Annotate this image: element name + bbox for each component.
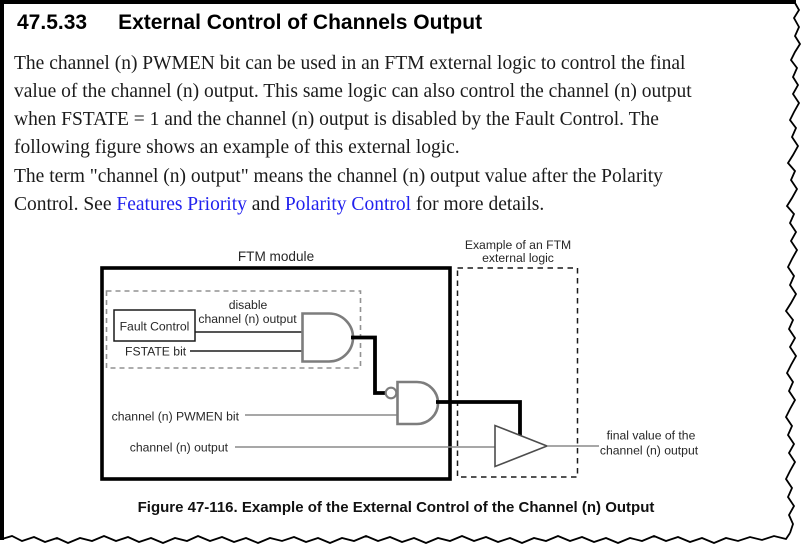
- paragraph-2: The term "channel (n) output" means the …: [14, 163, 780, 219]
- ftm-module-box: [100, 266, 452, 481]
- and-gate-2: [396, 380, 440, 426]
- fstate-label: FSTATE bit: [125, 345, 187, 359]
- disable-label-line1: disable: [229, 298, 268, 312]
- nand-inverter-bubble: [384, 386, 398, 400]
- section-title: External Control of Channels Output: [118, 11, 483, 34]
- wire-nand-to-buffer-enable: [436, 400, 522, 436]
- tristate-buffer: [494, 424, 550, 468]
- paragraph-2-text: and: [246, 194, 285, 215]
- and-gate-1: [301, 312, 355, 363]
- torn-edge-bottom: [1, 532, 791, 544]
- section-heading: 47.5.33 External Control of Channels Outp…: [17, 11, 482, 35]
- paragraph-2-text: for more details.: [411, 194, 545, 215]
- fault-control-label: Fault Control: [120, 320, 190, 334]
- paragraph-1: The channel (n) PWMEN bit can be used in…: [14, 53, 692, 158]
- fault-logic-dashed-box: [105, 290, 362, 369]
- logic-diagram: FTM module Example of an FTM external lo…: [100, 238, 699, 481]
- external-logic-label-line2: external logic: [482, 251, 554, 265]
- final-output-label-line1: final value of the: [607, 429, 696, 443]
- external-logic-dashed-box: [456, 267, 579, 478]
- external-logic-label-line1: Example of an FTM: [465, 238, 571, 252]
- link-polarity-control[interactable]: Polarity Control: [284, 194, 412, 215]
- final-output-label-line2: channel (n) output: [600, 444, 699, 458]
- figure-47-116: FTM module Example of an FTM external lo…: [0, 233, 810, 500]
- disable-label-line2: channel (n) output: [198, 312, 297, 326]
- paragraph-2-line-1: The term "channel (n) output" means the …: [14, 166, 663, 187]
- section-number: 47.5.33: [17, 11, 88, 34]
- fault-control-box: [113, 309, 196, 342]
- ftm-module-label: FTM module: [238, 249, 314, 264]
- wire-and1-to-nand: [351, 335, 385, 395]
- channel-output-label: channel (n) output: [130, 441, 229, 455]
- paragraph-2-line-2: Control. See Features Priority and Polar…: [14, 191, 780, 219]
- pwmen-label: channel (n) PWMEN bit: [112, 410, 240, 424]
- figure-caption: Figure 47-116. Example of the External C…: [137, 499, 655, 516]
- paragraph-2-text: Control. See: [14, 194, 117, 215]
- link-features-priority[interactable]: Features Priority: [116, 194, 247, 215]
